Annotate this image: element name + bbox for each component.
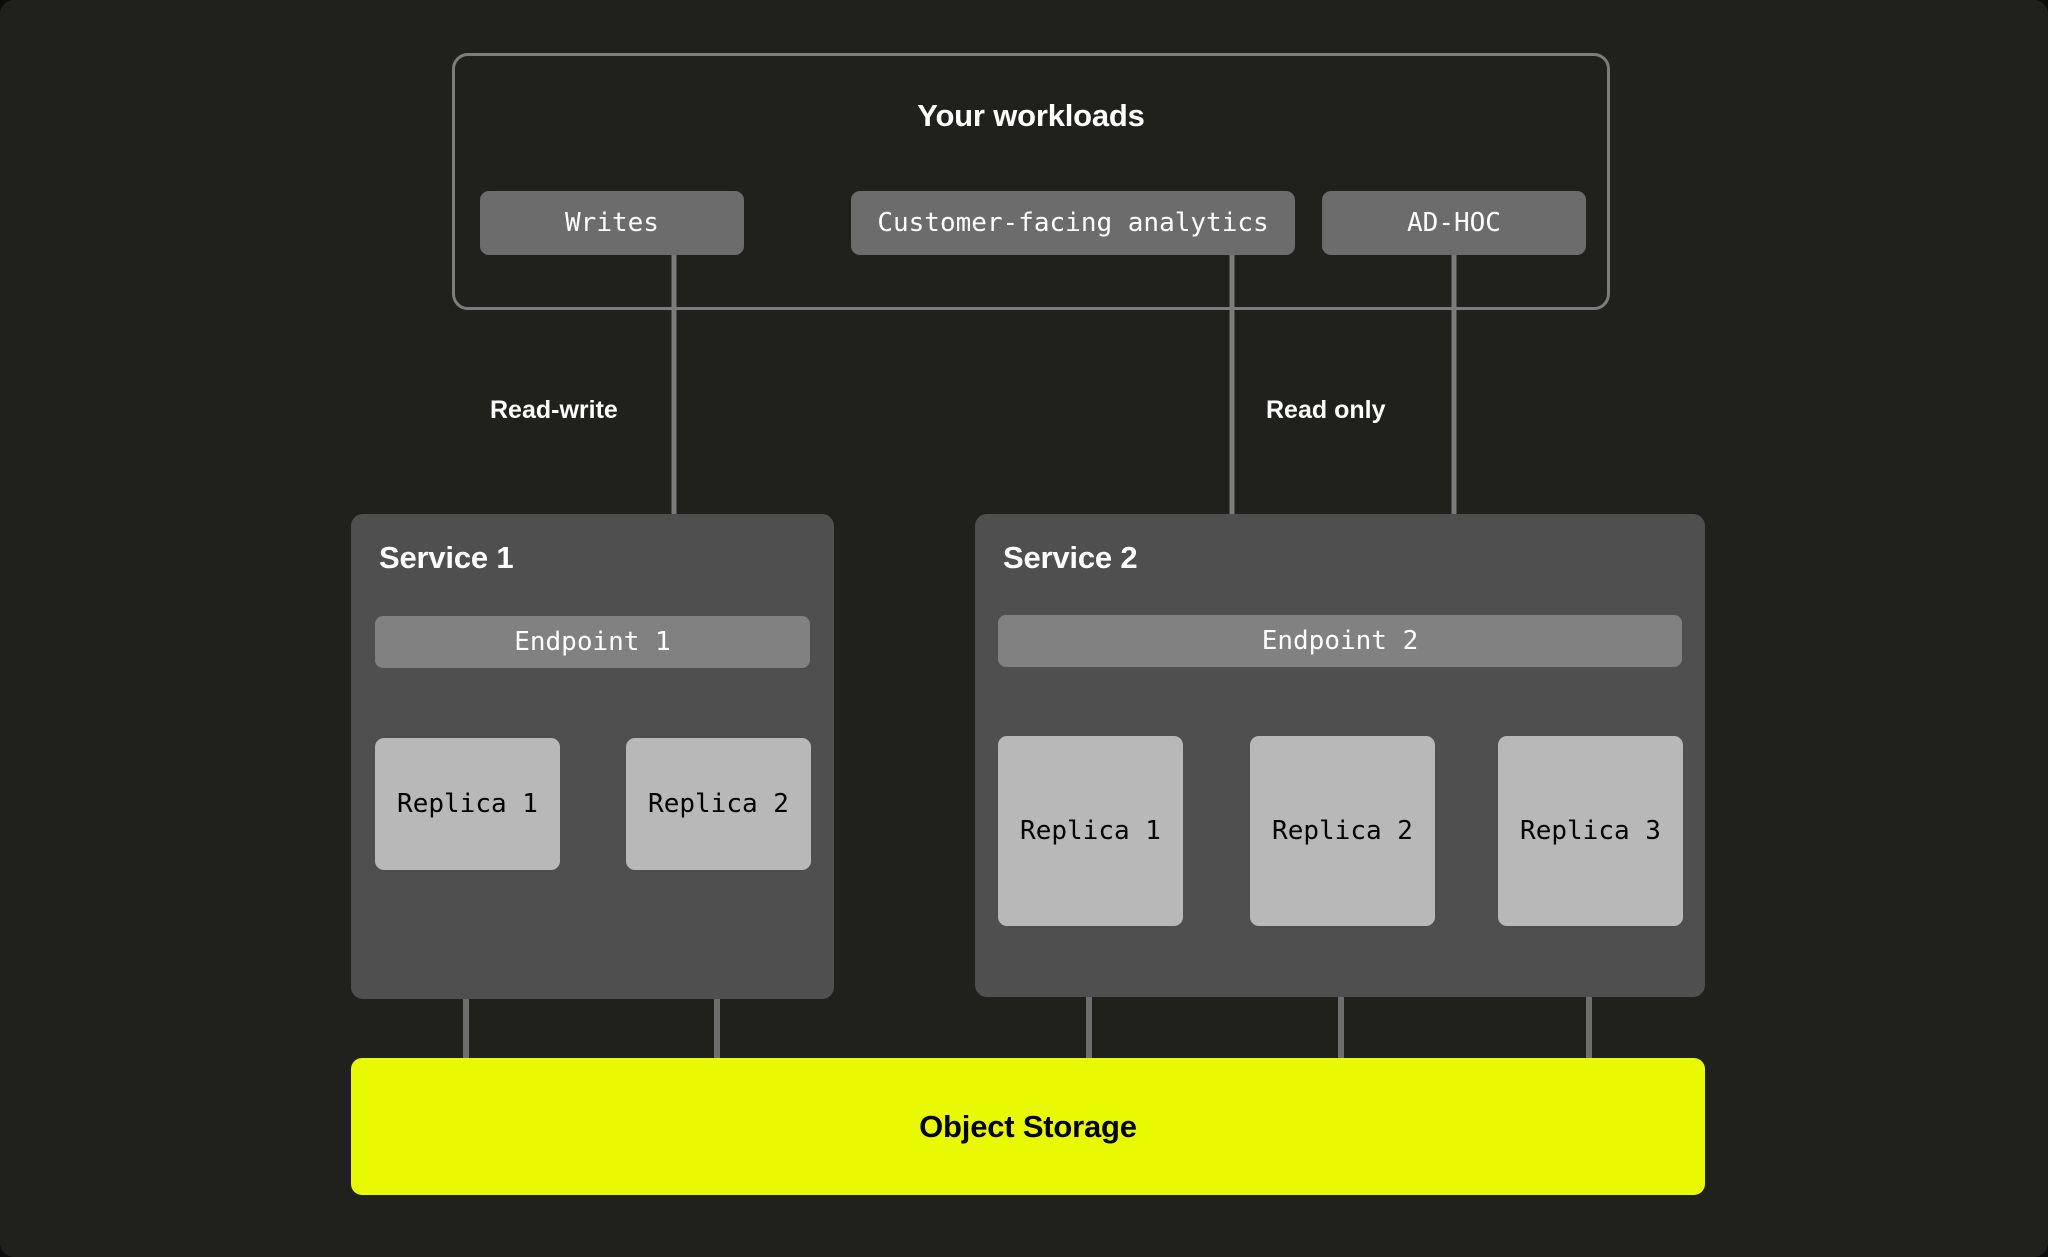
- workload-chip-writes[interactable]: Writes: [480, 191, 744, 255]
- endpoint-2[interactable]: Endpoint 2: [998, 615, 1682, 667]
- edge-label-read-only: Read only: [1266, 396, 1386, 424]
- service-panel-1: Service 1 Endpoint 1 Replica 1 Replica 2: [351, 514, 834, 999]
- service-2-replica-3[interactable]: Replica 3: [1498, 736, 1683, 926]
- service-2-replica-2[interactable]: Replica 2: [1250, 736, 1435, 926]
- workloads-title: Your workloads: [917, 98, 1145, 133]
- service-panel-2: Service 2 Endpoint 2 Replica 1 Replica 2…: [975, 514, 1705, 997]
- workloads-group: Your workloads: [452, 53, 1610, 310]
- service-1-replica-2[interactable]: Replica 2: [626, 738, 811, 870]
- service-2-title: Service 2: [1003, 540, 1138, 575]
- service-1-replica-1[interactable]: Replica 1: [375, 738, 560, 870]
- workload-chip-ad-hoc[interactable]: AD-HOC: [1322, 191, 1586, 255]
- edge-label-read-write: Read-write: [490, 396, 618, 424]
- service-2-replica-1[interactable]: Replica 1: [998, 736, 1183, 926]
- workload-chip-customer-facing-analytics[interactable]: Customer-facing analytics: [851, 191, 1295, 255]
- endpoint-1[interactable]: Endpoint 1: [375, 616, 810, 668]
- object-storage-bar[interactable]: Object Storage: [351, 1058, 1705, 1195]
- service-1-title: Service 1: [379, 540, 514, 575]
